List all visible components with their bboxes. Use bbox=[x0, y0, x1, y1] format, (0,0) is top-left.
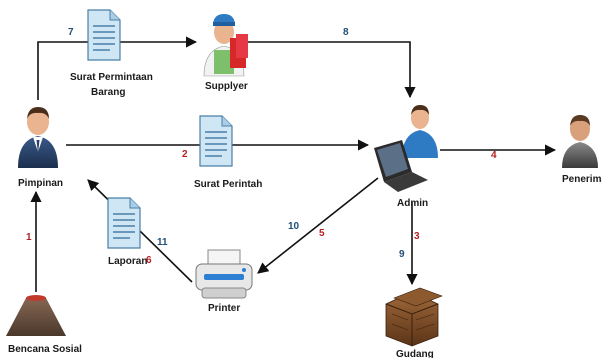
surat-perintah-doc-icon bbox=[199, 115, 233, 167]
pimpinan-label: Pimpinan bbox=[18, 178, 63, 189]
printer-icon bbox=[195, 249, 253, 299]
gudang-icon bbox=[385, 287, 443, 347]
admin-label: Admin bbox=[397, 198, 428, 209]
surat-permintaan-doc-icon bbox=[87, 9, 121, 61]
arrow-pimpinan-to-supplyer bbox=[37, 36, 198, 100]
step-number-4: 4 bbox=[491, 150, 497, 161]
pimpinan-icon bbox=[18, 107, 58, 168]
arrow-admin-to-printer bbox=[257, 177, 379, 274]
step-number-7: 7 bbox=[68, 27, 74, 38]
step-number-6: 6 bbox=[146, 255, 152, 266]
laporan-doc-icon bbox=[107, 197, 141, 249]
step-number-11: 11 bbox=[157, 237, 168, 248]
step-number-5: 5 bbox=[319, 228, 325, 239]
step-number-10: 10 bbox=[288, 221, 300, 232]
gudang-label: Gudang bbox=[396, 349, 434, 358]
laporan-label: Laporan bbox=[108, 256, 147, 267]
step-number-2: 2 bbox=[182, 149, 188, 160]
step-number-1: 1 bbox=[26, 232, 32, 243]
bencana-sosial-label: Bencana Sosial bbox=[8, 344, 82, 355]
bencana-sosial-icon bbox=[6, 295, 66, 336]
step-number-8: 8 bbox=[343, 27, 349, 38]
printer-label: Printer bbox=[208, 303, 240, 314]
step-number-9: 9 bbox=[399, 249, 405, 260]
penerima-icon bbox=[562, 115, 598, 168]
surat-perintah-label: Surat Perintah bbox=[194, 179, 262, 190]
penerima-label: Penerima bbox=[562, 174, 602, 185]
arrow-supplyer-to-admin bbox=[248, 41, 416, 99]
surat-permintaan-label-line2: Barang bbox=[91, 87, 125, 98]
step-number-3: 3 bbox=[414, 231, 420, 242]
supplyer-icon bbox=[203, 14, 248, 77]
admin-icon bbox=[374, 105, 438, 192]
supplyer-label: Supplyer bbox=[205, 81, 248, 92]
surat-permintaan-label-line1: Surat Permintaan bbox=[70, 72, 153, 83]
